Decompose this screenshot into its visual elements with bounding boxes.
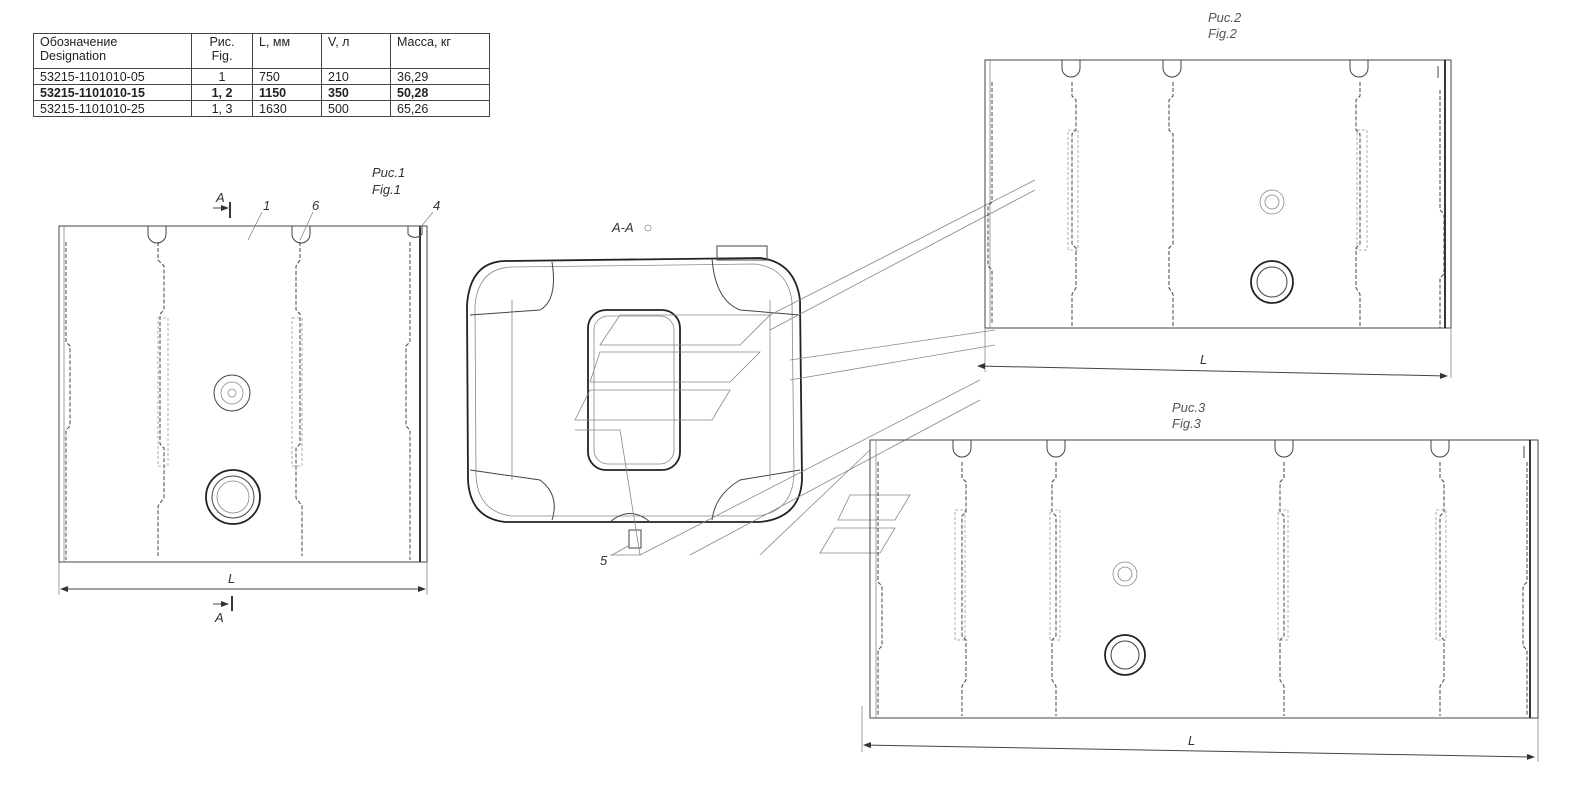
fig2-tank-side-view: Рис.2 Fig.2 L	[977, 10, 1452, 379]
fig2-title-ru: Рис.2	[1208, 10, 1242, 25]
fig2-title-en: Fig.2	[1208, 26, 1238, 41]
cell-fig: 1, 2	[191, 84, 253, 101]
section-mark-bottom: А	[214, 610, 224, 625]
fig3-title-en: Fig.3	[1172, 416, 1202, 431]
section-mark-top: А	[215, 190, 225, 205]
fig1-title-en: Fig.1	[372, 182, 401, 197]
fig2-dimension-label: L	[1200, 352, 1207, 367]
fig1-dimension-label: L	[228, 571, 235, 586]
header-mass: Масса, кг	[390, 33, 490, 69]
header-length: L, мм	[252, 33, 322, 69]
cell-mass: 50,28	[390, 84, 490, 101]
callout-4: 4	[433, 198, 440, 213]
cell-mass: 65,26	[390, 100, 490, 117]
fig3-title-ru: Рис.3	[1172, 400, 1206, 415]
section-a-a-view: А-А 5	[466, 220, 803, 568]
fig3-tank-side-view: Рис.3 Fig.3 L	[861, 400, 1539, 762]
callout-5: 5	[600, 553, 608, 568]
cell-designation: 53215-1101010-25	[33, 100, 192, 117]
callout-1: 1	[263, 198, 270, 213]
cell-designation: 53215-1101010-05	[33, 68, 192, 85]
header-fig: Рис.Fig.	[191, 33, 253, 69]
fig3-dimension-label: L	[1188, 733, 1195, 748]
fig1-title-ru: Рис.1	[372, 165, 405, 180]
cell-length: 1630	[252, 100, 322, 117]
section-title: А-А	[611, 220, 634, 235]
table-row: 53215-1101010-25 1, 3 1630 500 65,26	[33, 100, 490, 117]
fig1-tank-side-view: L А А 1 6 4 Рис.1 Fig.1	[58, 165, 440, 625]
cell-fig: 1, 3	[191, 100, 253, 117]
cell-volume: 500	[321, 100, 391, 117]
callout-6: 6	[312, 198, 320, 213]
cell-mass: 36,29	[390, 68, 490, 85]
projection-planes	[574, 179, 1036, 556]
